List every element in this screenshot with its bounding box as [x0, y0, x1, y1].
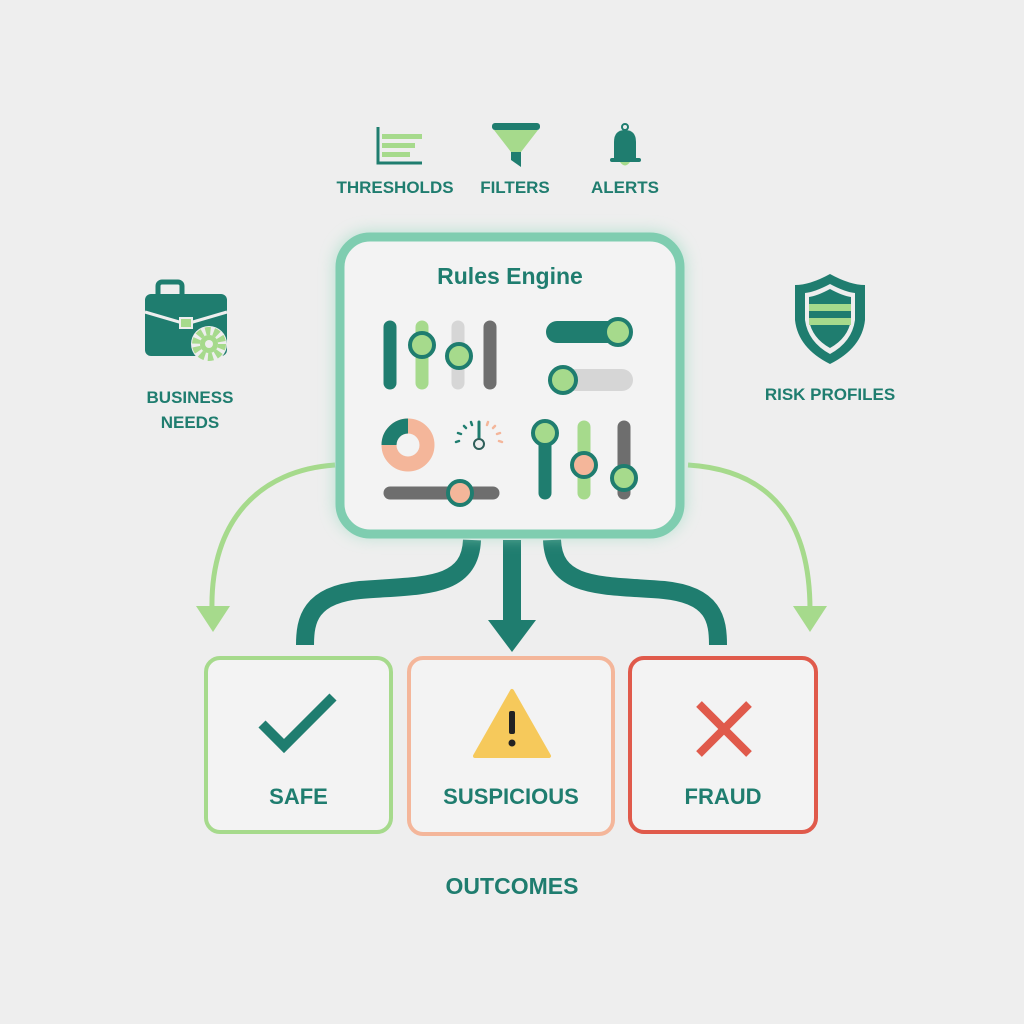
- filters-label: FILTERS: [480, 178, 550, 197]
- outcomes-caption: OUTCOMES: [445, 873, 579, 899]
- business-needs-line1: BUSINESS: [146, 388, 234, 407]
- rules-engine-title: Rules Engine: [437, 263, 583, 289]
- vertical-sliders-icon: [383, 320, 497, 390]
- down-arrowhead-icon: [488, 620, 536, 652]
- alert-bell-icon: [610, 123, 641, 166]
- gauge-icon: [454, 420, 504, 450]
- fraud-box: [628, 656, 818, 834]
- flow-connectors: [296, 539, 727, 646]
- business-needs-label: BUSINESS NEEDS: [120, 385, 260, 435]
- business-needs-line2: NEEDS: [160, 413, 220, 432]
- filter-funnel-icon: [492, 123, 540, 167]
- briefcase-gear-icon: [144, 279, 228, 362]
- thresholds-label: THRESHOLDS: [336, 178, 454, 197]
- safe-label: SAFE: [269, 784, 328, 809]
- safe-box: [204, 656, 393, 834]
- suspicious-label: SUSPICIOUS: [443, 784, 579, 809]
- shield-icon: [795, 274, 865, 364]
- donut-chart-icon: [381, 418, 435, 472]
- left-arrowhead-icon: [196, 606, 230, 632]
- right-arrowhead-icon: [793, 606, 827, 632]
- vertical-sliders-2-icon: [531, 419, 638, 500]
- checkmark-icon: [258, 693, 337, 754]
- left-curved-arrow: [209, 462, 336, 611]
- right-curved-arrow: [687, 462, 813, 611]
- horizontal-slider-icon: [383, 479, 500, 507]
- risk-profiles-label: RISK PROFILES: [764, 385, 896, 404]
- thresholds-icon: [376, 127, 422, 165]
- toggle-switches-icon: [546, 317, 633, 395]
- x-cross-icon: [696, 701, 752, 757]
- fraud-label: FRAUD: [684, 784, 762, 809]
- alerts-label: ALERTS: [591, 178, 659, 197]
- warning-icon: [473, 689, 551, 758]
